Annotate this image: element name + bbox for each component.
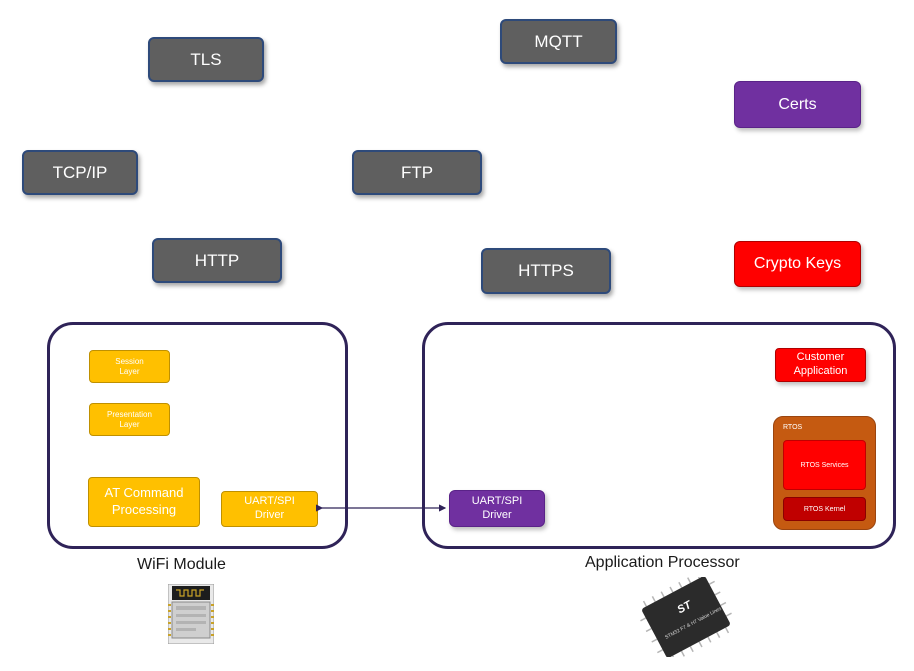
tls-label: TLS	[190, 49, 222, 69]
wifi-uart-driver-label: UART/SPI Driver	[244, 495, 295, 521]
stm32-chip-image: ST STM32 F7 & H7 Value Lines	[640, 577, 732, 657]
rtos-services-box: RTOS Services	[783, 440, 866, 490]
session-layer-label: Session Layer	[115, 356, 144, 376]
app-uart-driver-box: UART/SPI Driver	[449, 490, 545, 527]
ftp-label: FTP	[400, 162, 434, 182]
rtos-kernel-label: RTOS Kernel	[803, 505, 846, 513]
rtos-label: RTOS	[783, 424, 803, 431]
rtos-services-label: RTOS Services	[800, 461, 849, 469]
at-command-box: AT Command Processing	[88, 477, 200, 527]
http-label: HTTP	[194, 250, 240, 270]
mqtt-label: MQTT	[534, 31, 583, 51]
https-box: HTTPS	[481, 248, 611, 294]
http-box: HTTP	[152, 238, 282, 283]
crypto-keys-box: Crypto Keys	[734, 241, 861, 287]
presentation-layer-label: Presentation Layer	[107, 409, 152, 429]
certs-label: Certs	[778, 95, 817, 113]
wifi-module-image	[168, 584, 214, 644]
tls-box: TLS	[148, 37, 264, 82]
customer-app-box: Customer Application	[775, 348, 866, 382]
mqtt-box: MQTT	[500, 19, 617, 64]
customer-app-label: Customer Application	[793, 351, 848, 377]
tcpip-box: TCP/IP	[22, 150, 138, 195]
ftp-box: FTP	[352, 150, 482, 195]
rtos-container: RTOS RTOS Services RTOS Kernel	[773, 416, 876, 530]
wifi-module-caption: WiFi Module	[137, 556, 226, 573]
tcpip-label: TCP/IP	[52, 162, 108, 182]
at-command-label: AT Command Processing	[104, 485, 184, 517]
session-layer-box: Session Layer	[89, 350, 170, 383]
rtos-kernel-box: RTOS Kernel	[783, 497, 866, 521]
certs-box: Certs	[734, 81, 861, 128]
app-uart-driver-label: UART/SPI Driver	[471, 494, 523, 521]
crypto-keys-label: Crypto Keys	[753, 255, 842, 272]
app-processor-caption: Application Processor	[585, 554, 740, 571]
presentation-layer-box: Presentation Layer	[89, 403, 170, 436]
wifi-uart-driver-box: UART/SPI Driver	[221, 491, 318, 527]
https-label: HTTPS	[518, 261, 574, 280]
